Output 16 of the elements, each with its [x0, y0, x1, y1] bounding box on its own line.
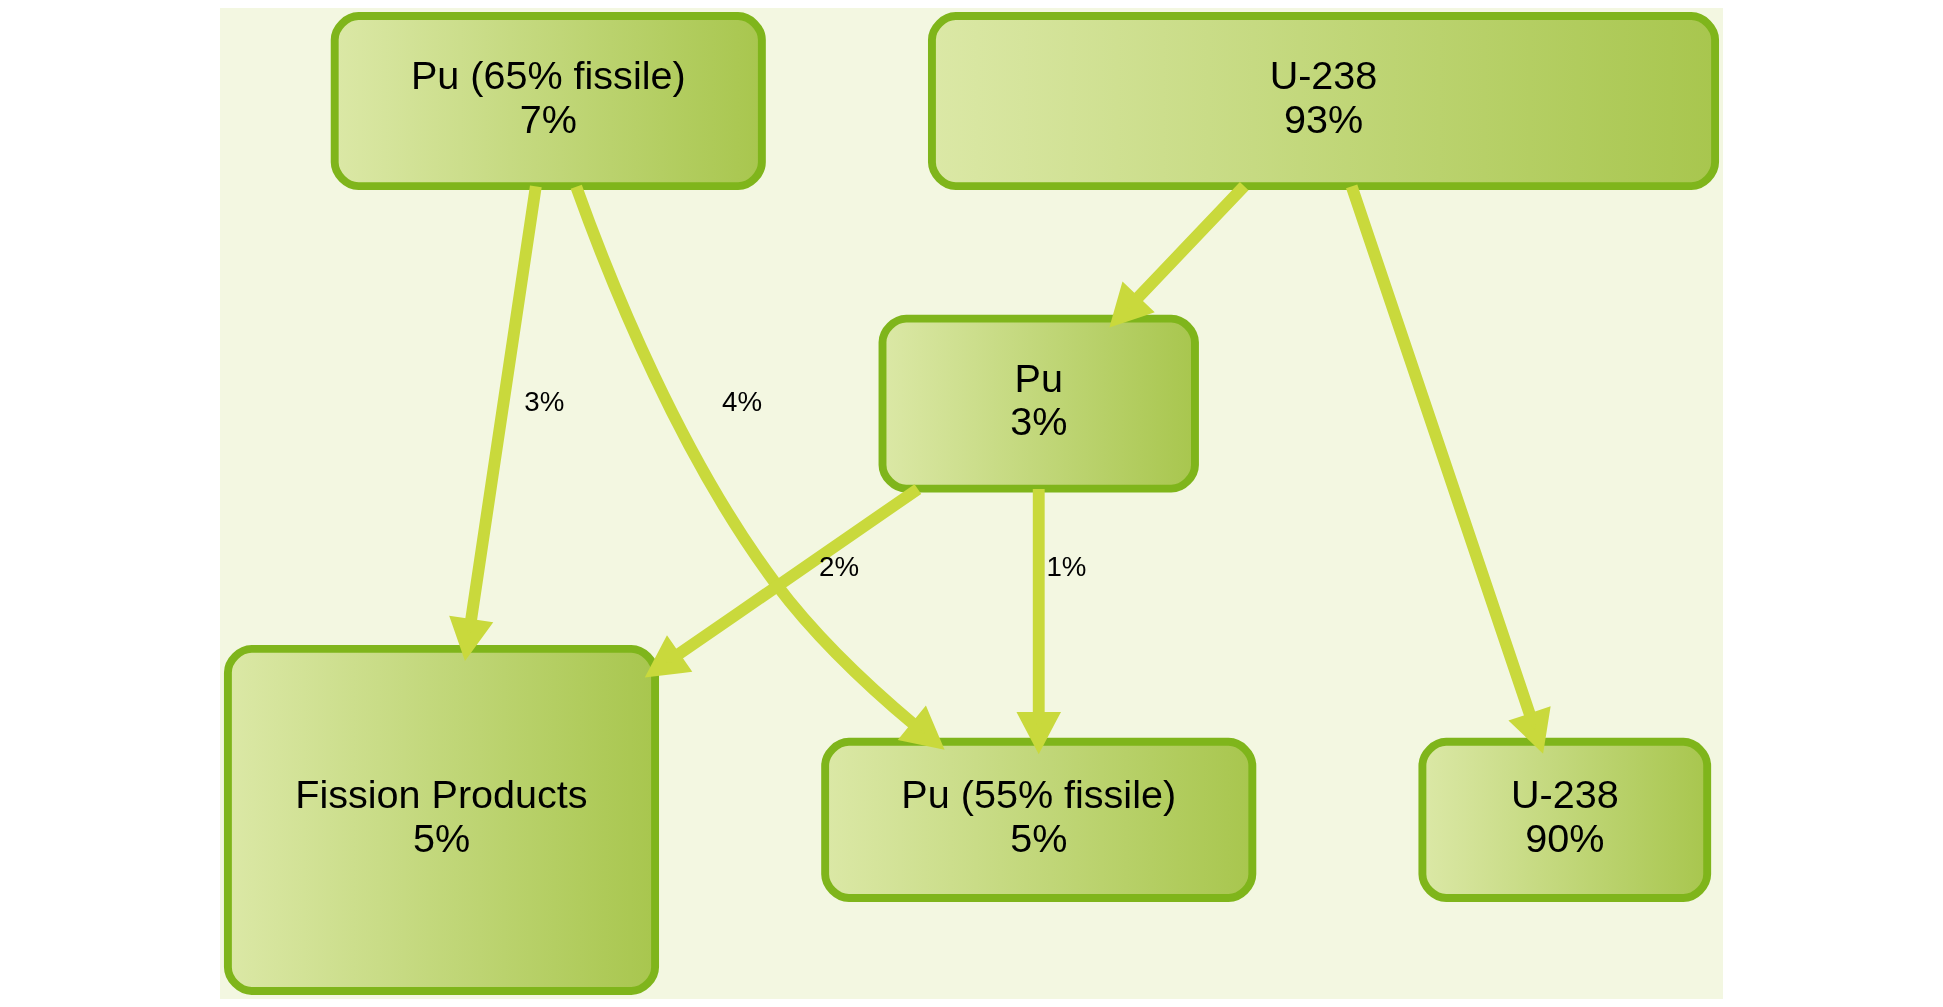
node-box: Pu 3% — [878, 314, 1199, 493]
edge-label: 4% — [722, 385, 763, 417]
arrow — [1346, 184, 1551, 754]
edge-label: 3% — [524, 385, 565, 417]
arrow — [1016, 489, 1061, 755]
node-box: U-238 90% — [1418, 737, 1712, 902]
node-box: U-238 93% — [928, 12, 1720, 191]
arrow — [644, 484, 922, 678]
arrow — [449, 185, 542, 661]
edge-label: 1% — [1046, 551, 1087, 583]
node-box: Pu (55% fissile) 5% — [821, 737, 1257, 902]
arrow — [570, 184, 945, 750]
arrow — [1109, 182, 1249, 328]
edge-label: 2% — [819, 551, 859, 583]
node-box: Fission Products 5% — [223, 644, 660, 995]
node-box: Pu (65% fissile) 7% — [330, 12, 766, 191]
